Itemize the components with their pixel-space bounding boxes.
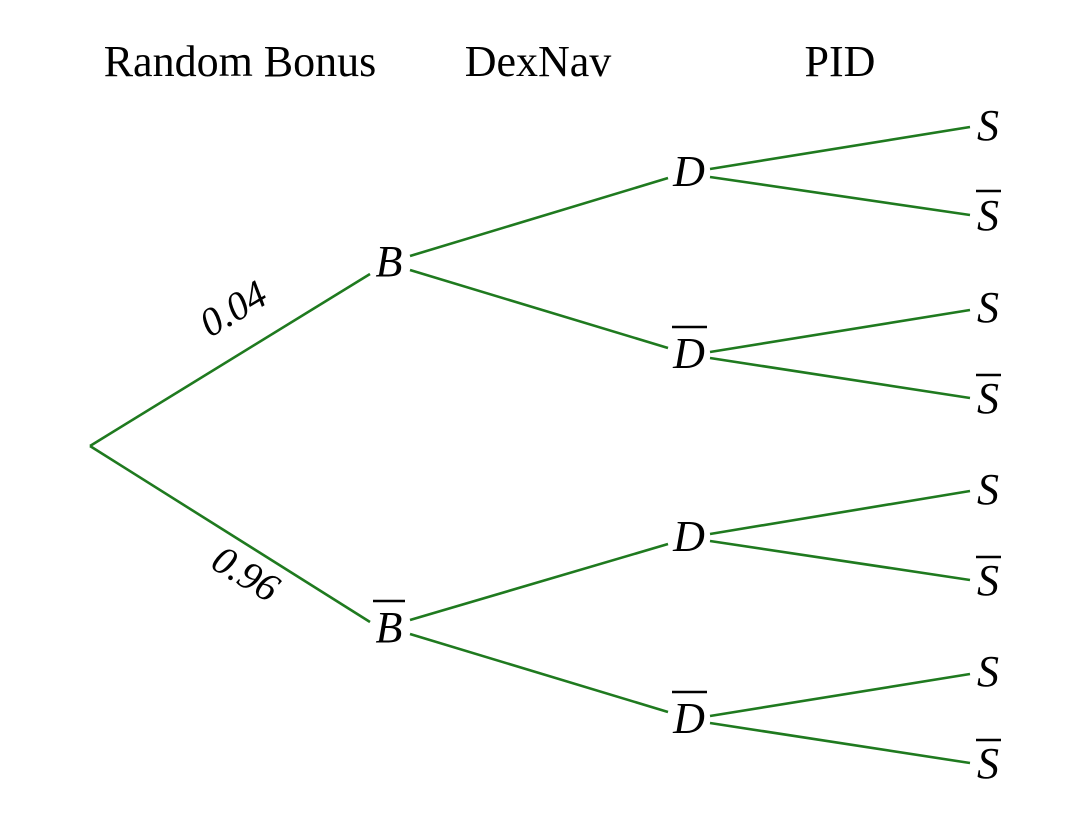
prob-no-bonus: 0.96 [204, 536, 287, 611]
node-b: B [376, 237, 403, 286]
edge-d3-to-not-s [709, 539, 971, 582]
leaf-not-s-2: S [977, 374, 999, 423]
leaf-s-2: S [977, 283, 999, 332]
edge-not-b-to-d [409, 542, 669, 622]
edge-root-to-b [89, 272, 371, 448]
leaf-not-s-3: S [977, 556, 999, 605]
node-not-d-lower: D [672, 694, 705, 743]
edge-root-to-not-b [89, 444, 371, 624]
edge-d2-to-not-s [709, 356, 971, 400]
edge-d4-to-s [709, 672, 971, 718]
edge-d1-to-not-s [709, 175, 971, 217]
edge-d2-to-s [709, 308, 971, 354]
edge-d4-to-not-s [709, 721, 971, 765]
leaf-not-s-1: S [977, 191, 999, 240]
prob-bonus: 0.04 [191, 271, 274, 346]
edge-b-to-not-d [409, 268, 669, 350]
leaf-s-4: S [977, 647, 999, 696]
leaf-s-1: S [977, 101, 999, 150]
edge-d3-to-s [709, 489, 971, 536]
node-d-upper: D [672, 147, 705, 196]
edge-d1-to-s [709, 125, 971, 171]
node-not-d-upper: D [672, 329, 705, 378]
edge-not-b-to-not-d [409, 632, 669, 714]
leaf-s-3: S [977, 465, 999, 514]
header-random-bonus: Random Bonus [104, 37, 377, 86]
leaf-not-s-4: S [977, 739, 999, 788]
node-d-lower: D [672, 512, 705, 561]
header-pid: PID [805, 37, 876, 86]
edge-b-to-d [409, 176, 669, 258]
node-not-b: B [376, 603, 403, 652]
header-dexnav: DexNav [465, 37, 612, 86]
